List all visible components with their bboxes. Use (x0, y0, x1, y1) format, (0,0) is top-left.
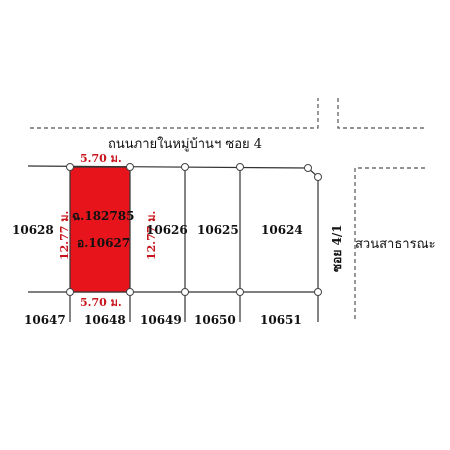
plot-number: 10650 (194, 313, 236, 327)
width-bottom-dimension: 5.70 ม. (80, 296, 122, 309)
depth-left-dimension: 12.77 ม. (58, 211, 71, 260)
plot-number: 10625 (197, 223, 239, 237)
plot-number: 10651 (260, 313, 302, 327)
parcel-number: อ.10627 (77, 236, 130, 250)
plot-number: 10628 (12, 223, 54, 237)
main-road-label: ถนนภายในหมู่บ้านฯ ซอย 4 (108, 136, 262, 152)
boundary-marker (314, 288, 322, 296)
plot-number: 10624 (261, 223, 303, 237)
boundary-marker (66, 288, 74, 296)
depth-right-dimension: 12.77 ม. (145, 211, 158, 260)
boundary-marker (126, 288, 134, 296)
plot-number: 10626 (146, 223, 188, 237)
side-road-label: ซอย 4/1 (330, 224, 344, 272)
boundary-marker (236, 163, 244, 171)
boundary-marker (314, 173, 322, 181)
main-road-edge-top (30, 98, 319, 129)
main-road-edge-right (337, 98, 425, 129)
boundary-marker (236, 288, 244, 296)
plot-number: 10648 (84, 313, 126, 327)
plot-number: 10649 (140, 313, 182, 327)
boundary-marker (304, 164, 312, 172)
boundary-marker (181, 163, 189, 171)
park-label: สวนสาธารณะ (355, 237, 436, 252)
subject-plot (69, 166, 131, 293)
width-top-dimension: 5.70 ม. (80, 152, 122, 165)
plot-number: 10647 (24, 313, 66, 327)
side-road-edge (354, 167, 425, 322)
boundary-marker (126, 163, 134, 171)
boundary-marker (181, 288, 189, 296)
boundary-marker (66, 163, 74, 171)
deed-number: ฉ.182785 (72, 209, 134, 223)
